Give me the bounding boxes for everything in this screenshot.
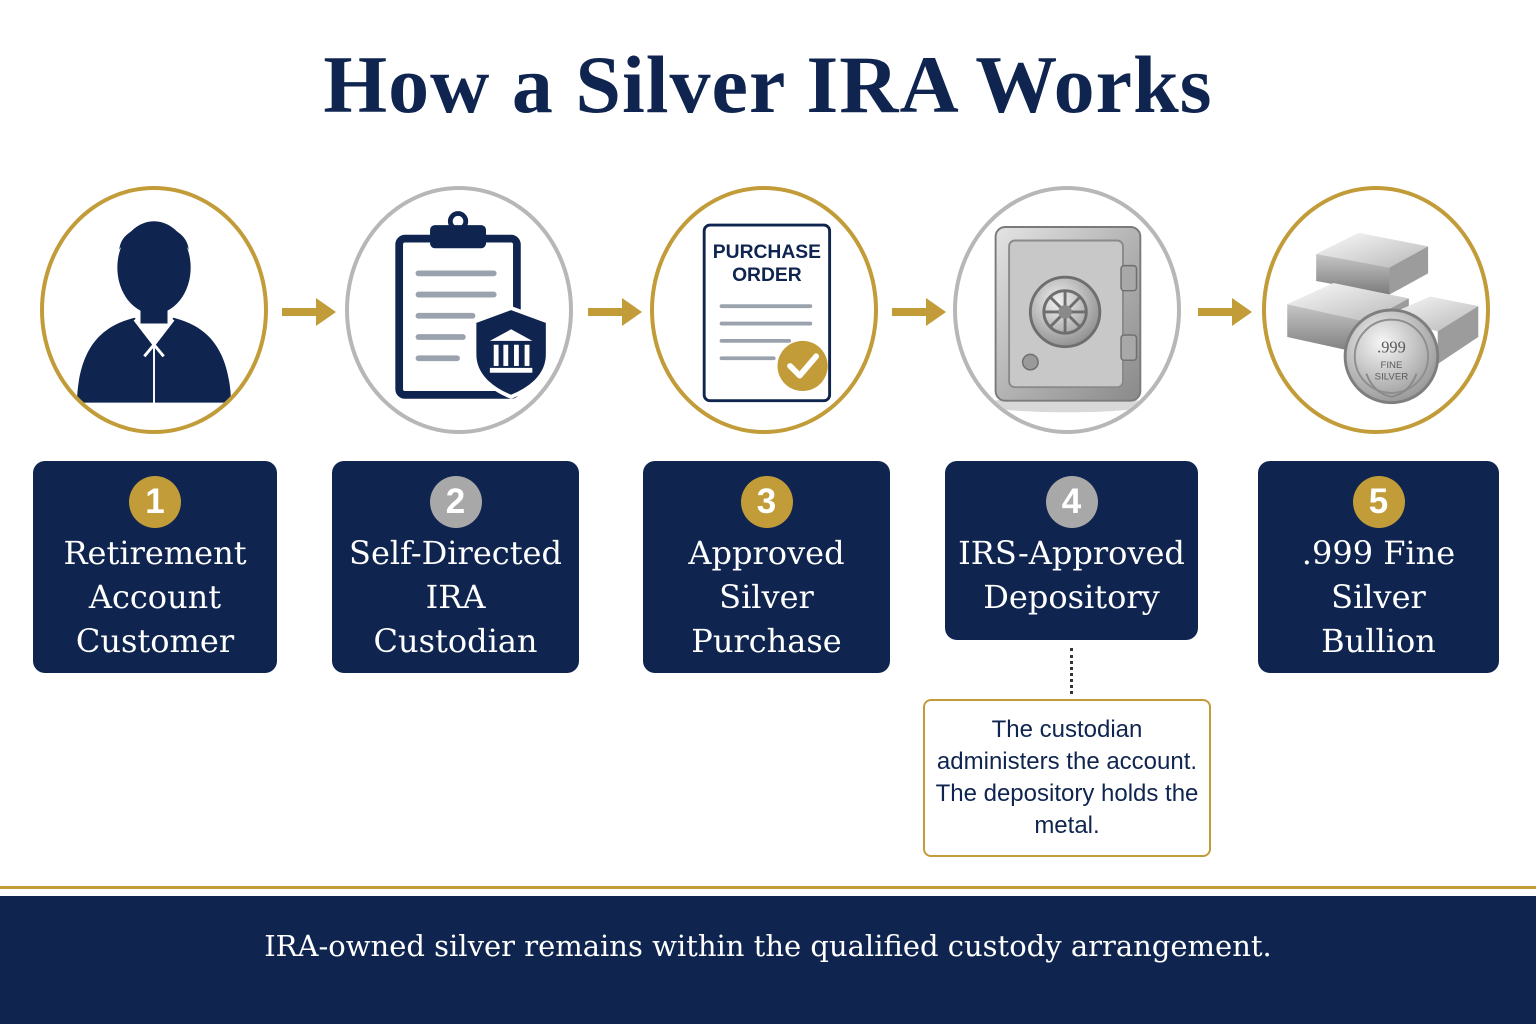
footer-text: IRA-owned silver remains within the qual…	[264, 929, 1272, 963]
step-4-label: IRS-Approved Depository	[958, 534, 1185, 616]
step-1-number-badge: 1	[129, 476, 181, 528]
step-4-icon-circle	[953, 186, 1181, 434]
purchase-order-line2: ORDER	[732, 265, 802, 286]
step-4-number-badge: 4	[1045, 476, 1098, 528]
footer-divider	[0, 886, 1536, 889]
custody-note-text: The custodian administers the account. T…	[935, 716, 1199, 839]
step-3-number-badge: 3	[740, 476, 793, 528]
custody-note: The custodian administers the account. T…	[923, 699, 1211, 857]
person-icon	[76, 221, 232, 405]
step-2-number-badge: 2	[429, 476, 482, 528]
arrow-right-icon	[282, 298, 336, 326]
footer-banner: IRA-owned silver remains within the qual…	[0, 896, 1536, 1024]
safe-icon	[984, 226, 1150, 413]
coin-text-purity: .999	[1377, 337, 1406, 356]
silver-bullion-icon: .999 FINE SILVER	[1287, 232, 1479, 405]
step-5-label: .999 Fine Silver Bullion	[1301, 534, 1456, 660]
coin-text-silver: SILVER	[1375, 371, 1409, 382]
clipboard-shield-icon	[395, 211, 550, 399]
coin-text-fine: FINE	[1380, 360, 1402, 371]
step-1-box: 1 Retirement Account Customer	[33, 461, 277, 673]
page-title: How a Silver IRA Works	[323, 39, 1213, 130]
step-2-label: Self-Directed IRA Custodian	[349, 534, 562, 660]
arrow-right-icon	[1198, 298, 1252, 326]
step-3-box: 3 Approved Silver Purchase	[643, 461, 890, 673]
step-2-icon-circle	[345, 186, 573, 434]
arrow-right-icon	[588, 298, 642, 326]
purchase-order-line1: PURCHASE	[713, 242, 821, 263]
step-5-icon-circle: .999 FINE SILVER	[1262, 186, 1490, 434]
purchase-order-icon: PURCHASE ORDER	[702, 223, 832, 403]
step-3-icon-circle: PURCHASE ORDER	[650, 186, 878, 434]
step-3-label: Approved Silver Purchase	[688, 534, 845, 660]
step-4-box: 4 IRS-Approved Depository	[945, 461, 1198, 640]
arrow-right-icon	[892, 298, 946, 326]
note-connector	[1070, 648, 1073, 694]
step-5-box: 5 .999 Fine Silver Bullion	[1258, 461, 1499, 673]
step-1-label: Retirement Account Customer	[63, 534, 247, 660]
step-2-box: 2 Self-Directed IRA Custodian	[332, 461, 579, 673]
step-1-icon-circle	[40, 186, 268, 434]
step-5-number-badge: 5	[1352, 476, 1405, 528]
